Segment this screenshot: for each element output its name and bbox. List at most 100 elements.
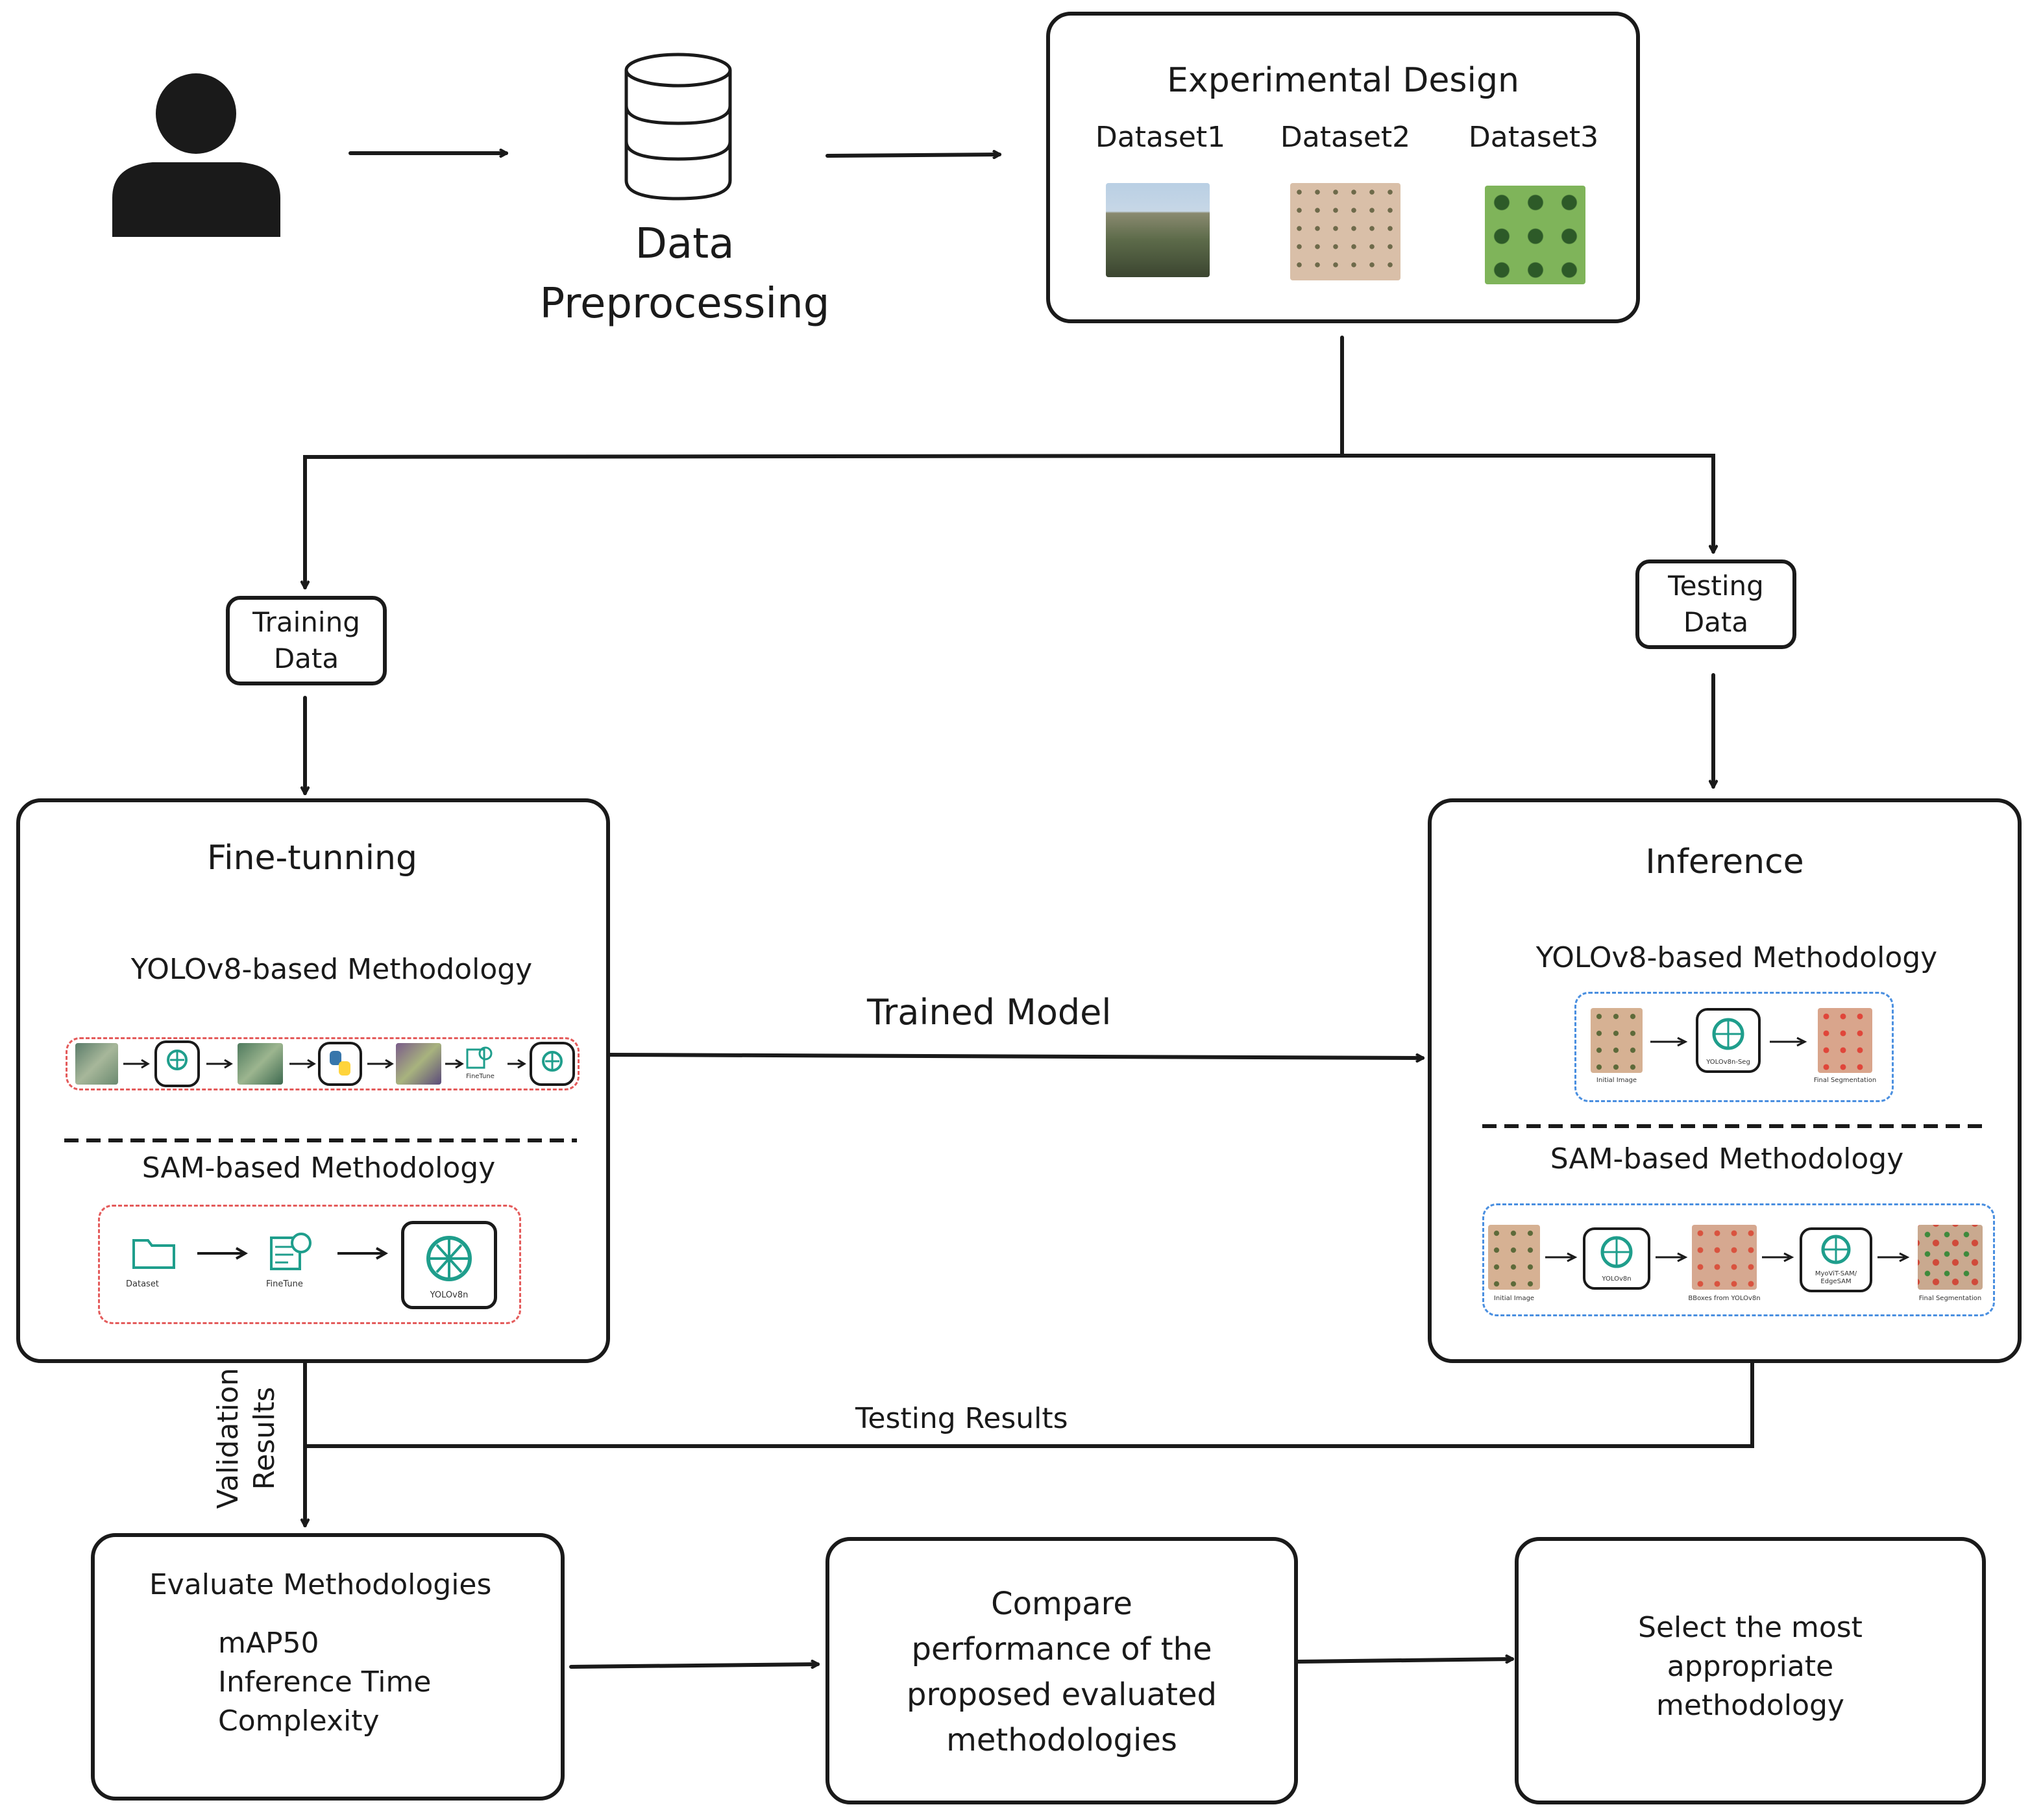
pipeline-image-3 <box>396 1043 441 1085</box>
fine-tuning-title: Fine-tunning <box>207 839 417 878</box>
arrow-icon <box>1656 1252 1688 1262</box>
testing-results-label: Testing Results <box>855 1402 1068 1435</box>
testing-data-line2: Data <box>1683 606 1749 638</box>
compare-performance-box: Compare performance of the proposed eval… <box>825 1537 1298 1804</box>
experimental-design-box: Experimental Design Dataset1 Dataset2 Da… <box>1046 12 1640 323</box>
select-methodology-box: Select the most appropriate methodology <box>1515 1537 1986 1804</box>
experimental-design-title: Experimental Design <box>1167 61 1519 100</box>
dataset3-image <box>1485 186 1585 284</box>
validation-results-line1: Validation <box>212 1368 245 1509</box>
section-divider <box>64 1138 577 1142</box>
inference-yolo-final-image <box>1818 1008 1872 1073</box>
fine-tuning-sam-title: SAM-based Methodology <box>141 1151 496 1185</box>
inference-sam-sam-label: MyoViT-SAM/ EdgeSAM <box>1815 1270 1857 1285</box>
inference-yolo-title: YOLOv8-based Methodology <box>1535 941 1938 974</box>
arrow-icon <box>1877 1252 1910 1262</box>
arrow-icon <box>289 1059 316 1069</box>
brain-icon: YOLOv8n-Seg <box>1696 1008 1761 1073</box>
compare-line3: proposed evaluated <box>907 1677 1217 1713</box>
validation-results-line2: Results <box>248 1386 281 1490</box>
training-data-line2: Data <box>273 643 339 674</box>
section-divider <box>1482 1124 1982 1128</box>
inference-yolo-model-label: YOLOv8n-Seg <box>1706 1059 1750 1066</box>
inference-sam-pipeline: Initial Image YOLOv8n BBoxes from YOLOv8… <box>1482 1203 1995 1316</box>
dataset1-label: Dataset1 <box>1095 121 1226 154</box>
testing-data-box: Testing Data <box>1635 560 1796 649</box>
arrow-icon <box>508 1059 526 1069</box>
compare-line4: methodologies <box>946 1722 1177 1758</box>
fine-tuning-yolo-finetune-label: FineTune <box>466 1073 495 1080</box>
inference-yolo-initial-image <box>1591 1008 1643 1073</box>
arrow-icon <box>197 1247 248 1260</box>
arrow-icon <box>337 1247 388 1260</box>
select-text: Select the most appropriate methodology <box>1519 1608 1982 1725</box>
inference-sam-initial-image <box>1488 1225 1540 1290</box>
arrow-icon <box>1545 1252 1578 1262</box>
arrow-icon <box>123 1059 150 1069</box>
arrow-icon <box>1762 1252 1794 1262</box>
arrow-icon <box>206 1059 233 1069</box>
pipeline-image-1 <box>75 1043 118 1085</box>
testing-data-line1: Testing <box>1668 570 1764 602</box>
data-preprocessing-line2: Preprocessing <box>539 280 830 328</box>
arrow-icon <box>445 1059 464 1069</box>
fine-tuning-sam-model-label: YOLOv8n <box>430 1290 469 1300</box>
evaluate-methodologies-box: Evaluate Methodologies mAP50 Inference T… <box>91 1533 565 1801</box>
trained-model-label: Trained Model <box>867 992 1112 1033</box>
arrow-icon <box>1650 1037 1688 1047</box>
metric-map50: mAP50 <box>218 1627 319 1660</box>
training-data-box: Training Data <box>226 596 387 685</box>
fine-tuning-sam-finetune-label: FineTune <box>266 1279 303 1289</box>
arrow-icon <box>1770 1037 1807 1047</box>
dataset2-image <box>1290 183 1400 280</box>
inference-box: Inference YOLOv8-based Methodology Initi… <box>1428 798 2022 1363</box>
split-line-right <box>1340 454 1713 554</box>
fine-tuning-sam-dataset-label: Dataset <box>126 1279 159 1289</box>
compare-line1: Compare <box>991 1586 1132 1622</box>
inference-yolo-initial-label: Initial Image <box>1596 1077 1637 1084</box>
compare-text: Compare performance of the proposed eval… <box>829 1581 1294 1763</box>
arrow-compare-to-select <box>1296 1659 1512 1662</box>
arrow-icon <box>367 1059 394 1069</box>
fine-tuning-box: Fine-tunning YOLOv8-based Methodology Fi… <box>16 798 610 1363</box>
inference-yolo-pipeline: Initial Image YOLOv8n-Seg Final Segmenta… <box>1574 992 1894 1102</box>
select-line3: methodology <box>1656 1689 1844 1722</box>
inference-sam-bbox-label: BBoxes from YOLOv8n <box>1688 1295 1761 1302</box>
dataset2-label: Dataset2 <box>1280 121 1411 154</box>
arrow-trained-model <box>608 1053 1423 1058</box>
finetune-icon <box>466 1046 493 1069</box>
user-icon <box>112 73 280 237</box>
brain-icon <box>154 1040 200 1087</box>
data-preprocessing-label: Data Preprocessing <box>513 214 857 334</box>
brain-icon: YOLOv8n <box>401 1221 497 1309</box>
database-icon <box>624 53 732 201</box>
inference-sam-initial-label: Initial Image <box>1493 1295 1535 1302</box>
fine-tuning-sam-pipeline: Dataset FineTune YOLOv8n <box>98 1205 521 1324</box>
select-line1: Select the most <box>1638 1611 1863 1644</box>
inference-sam-final-label: Final Segmentation <box>1918 1295 1982 1302</box>
metric-complexity: Complexity <box>218 1704 380 1738</box>
brain-icon <box>530 1042 575 1086</box>
compare-line2: performance of the <box>911 1631 1212 1667</box>
inference-sam-bbox-image <box>1692 1225 1757 1290</box>
dataset3-label: Dataset3 <box>1468 121 1599 154</box>
validation-results-label: Validation Results <box>210 1341 283 1536</box>
folder-icon <box>132 1239 175 1269</box>
brain-icon: YOLOv8n <box>1583 1227 1650 1290</box>
inference-title: Inference <box>1645 842 1804 881</box>
inference-sam-title: SAM-based Methodology <box>1550 1142 1904 1175</box>
evaluate-title: Evaluate Methodologies <box>149 1568 492 1601</box>
finetune-icon <box>270 1233 312 1270</box>
dataset1-image <box>1106 183 1210 277</box>
select-line2: appropriate <box>1667 1650 1834 1683</box>
python-icon <box>318 1042 362 1086</box>
fine-tuning-yolo-title: YOLOv8-based Methodology <box>130 953 533 986</box>
metric-inference-time: Inference Time <box>218 1666 432 1699</box>
pipeline-image-2 <box>238 1043 283 1085</box>
training-data-line1: Training <box>252 606 360 638</box>
testing-results-line <box>303 1361 1754 1448</box>
inference-sam-yolo-label: YOLOv8n <box>1602 1275 1632 1283</box>
split-line <box>305 336 1344 589</box>
fine-tuning-yolo-pipeline: FineTune <box>66 1037 580 1090</box>
